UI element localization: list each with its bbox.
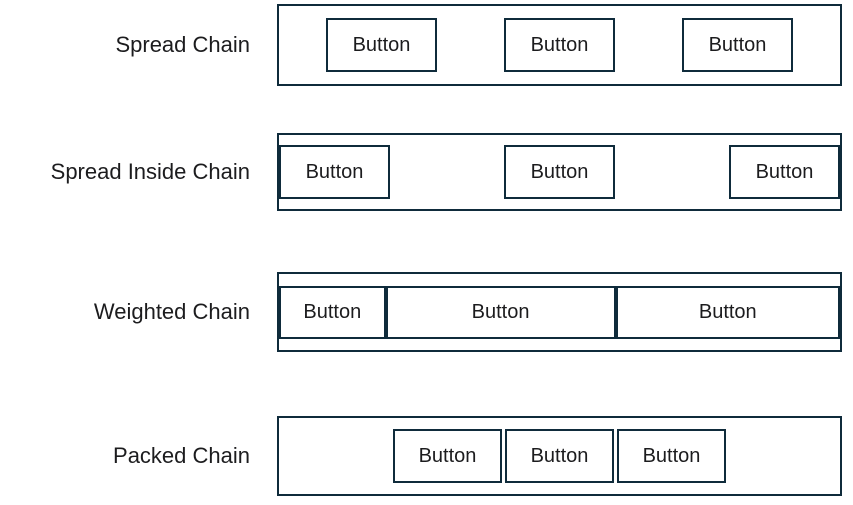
chain-row-weighted: Weighted Chain Button Button Button	[0, 272, 853, 352]
button[interactable]: Button	[615, 285, 840, 339]
button[interactable]: Button	[279, 145, 390, 199]
chain-container-spread-inside: Button Button Button	[277, 133, 842, 211]
chain-container-spread: Button Button Button	[277, 4, 842, 86]
chain-row-spread: Spread Chain Button Button Button	[0, 4, 853, 86]
button[interactable]: Button	[682, 18, 793, 72]
button[interactable]: Button	[326, 18, 437, 72]
button[interactable]: Button	[617, 429, 726, 483]
chain-container-packed: Button Button Button	[277, 416, 842, 496]
button[interactable]: Button	[505, 429, 614, 483]
button[interactable]: Button	[504, 145, 615, 199]
button[interactable]: Button	[279, 285, 386, 339]
button[interactable]: Button	[729, 145, 840, 199]
chain-label-weighted: Weighted Chain	[93, 299, 250, 324]
button[interactable]: Button	[504, 18, 615, 72]
button[interactable]: Button	[385, 285, 616, 339]
button[interactable]: Button	[393, 429, 502, 483]
chain-label-spread-inside: Spread Inside Chain	[50, 159, 250, 184]
chain-label-packed: Packed Chain	[113, 443, 250, 468]
chain-row-spread-inside: Spread Inside Chain Button Button Button	[0, 133, 853, 211]
chain-row-packed: Packed Chain Button Button Button	[0, 416, 853, 496]
chain-container-weighted: Button Button Button	[277, 272, 842, 352]
chain-label-spread: Spread Chain	[115, 32, 250, 57]
